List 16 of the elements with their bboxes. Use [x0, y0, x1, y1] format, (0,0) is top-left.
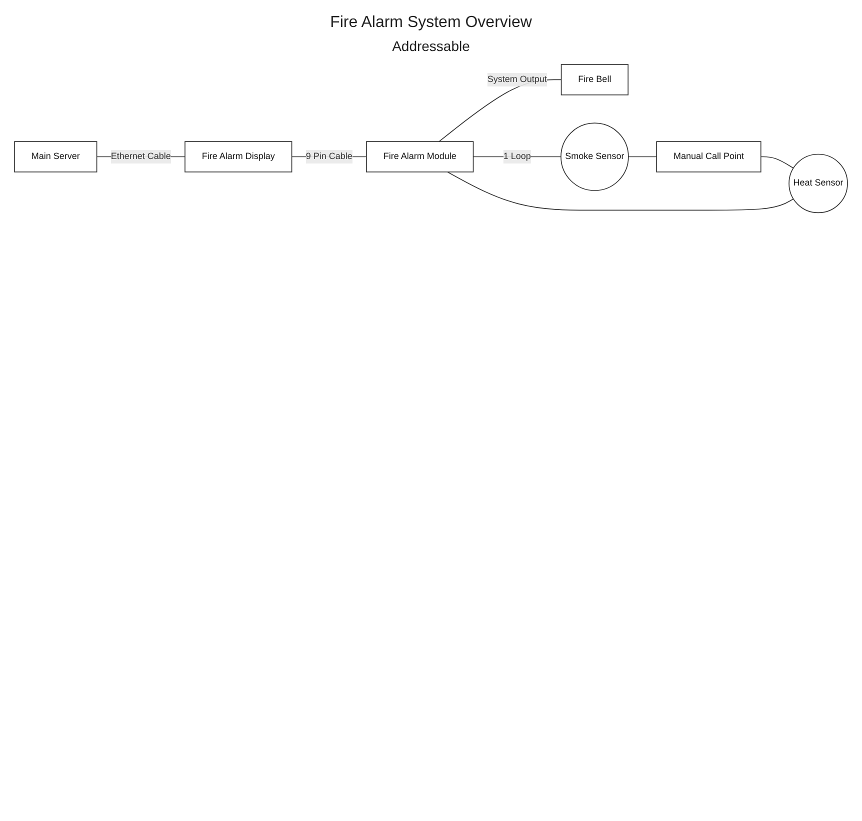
connector [760, 156, 794, 169]
node-box: Manual Call Point [656, 141, 762, 172]
node-box: Main Server [14, 141, 98, 172]
diagram-title: Fire Alarm System Overview [329, 14, 533, 32]
connector [628, 156, 657, 158]
edge-label: 9 Pin Cable [306, 152, 352, 162]
node-box: Fire Alarm Module [366, 141, 474, 172]
node-circle: Smoke Sensor [560, 122, 629, 191]
connector [447, 172, 794, 211]
node-circle: Heat Sensor [788, 154, 848, 214]
edge-label: System Output [487, 74, 547, 84]
edge-label: 1 Loop [503, 152, 531, 162]
edge-label: Ethernet Cable [110, 152, 171, 162]
node-box: Fire Alarm Display [184, 141, 292, 172]
note-label: Addressable [392, 38, 470, 54]
node-box: Fire Bell [560, 64, 628, 96]
